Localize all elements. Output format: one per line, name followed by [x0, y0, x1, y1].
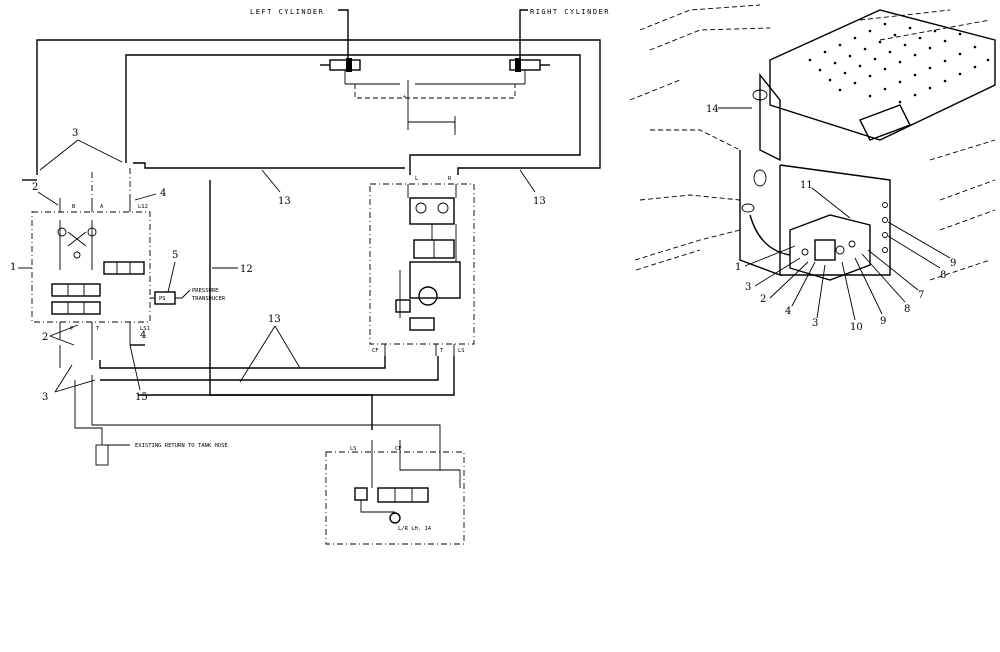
port-r: R [448, 176, 452, 182]
iso-callout-2: 2 [760, 294, 766, 305]
callout-13-mid: 13 [268, 314, 281, 325]
callout-15: 15 [135, 392, 148, 403]
pressure-transducer: PS PRESSURE TRANSDUCER [150, 288, 226, 305]
iso-callout-3b: 3 [812, 318, 818, 329]
lower-ls: LS [350, 446, 357, 452]
callout-1: 1 [10, 262, 16, 273]
port-p: P [70, 326, 74, 332]
port-ls1: LS1 [140, 326, 150, 332]
left-cylinder-label: LEFT CYLINDER [250, 8, 324, 16]
port-cf: CF [372, 348, 379, 354]
callout-5: 5 [172, 250, 178, 261]
valve-block-2: L R CF T LS [369, 176, 475, 356]
schematic-callouts: 3 2 4 1 5 12 13 13 13 2 4 3 15 [10, 128, 546, 403]
valve-block-1: B A LS2 P T LS1 [31, 198, 151, 345]
port-a: A [100, 204, 104, 210]
lower-box-label: L/R LH. 14 [398, 526, 432, 532]
iso-callout-4: 4 [785, 306, 791, 317]
port-t2: T [440, 348, 444, 354]
callout-13-right: 13 [533, 196, 546, 207]
callout-2-top: 2 [32, 182, 38, 193]
valve-block-3: LS CF L/R LH. 14 [325, 440, 465, 545]
isometric-callouts: 14 11 1 3 2 4 3 10 9 8 7 8 9 [706, 104, 956, 333]
ps-label: PS [159, 296, 166, 302]
svg-text:+: + [403, 94, 407, 100]
left-cylinder-group: LEFT CYLINDER [250, 8, 361, 84]
platform-holes [808, 22, 990, 104]
port-ls2: LS2 [138, 204, 148, 210]
iso-callout-8a: 8 [904, 304, 910, 315]
transducer-label-1: PRESSURE [192, 288, 219, 294]
iso-callout-3a: 3 [745, 282, 751, 293]
port-t: T [96, 326, 100, 332]
callout-3-bottom: 3 [42, 392, 48, 403]
callout-12: 12 [240, 264, 253, 275]
iso-callout-14: 14 [706, 104, 719, 115]
callout-3-top: 3 [72, 128, 78, 139]
iso-callout-8b: 8 [940, 270, 946, 281]
transducer-label-2: TRANSDUCER [192, 296, 226, 302]
iso-callout-9b: 9 [950, 258, 956, 269]
right-cylinder-label: RIGHT CYLINDER [530, 8, 610, 16]
port-l: L [415, 176, 419, 182]
lower-cf: CF [395, 446, 402, 452]
port-ls: LS [458, 348, 465, 354]
iso-callout-10: 10 [850, 322, 863, 333]
iso-callout-11: 11 [800, 180, 813, 191]
iso-callout-7: 7 [918, 290, 924, 301]
callout-2-bottom: 2 [42, 332, 48, 343]
callout-13-left: 13 [278, 196, 291, 207]
iso-callout-9a: 9 [880, 316, 886, 327]
iso-callout-1: 1 [735, 262, 741, 273]
port-b: B [72, 204, 76, 210]
existing-return-label: EXISTING RETURN TO TANK HOSE [135, 443, 228, 449]
callout-4-bottom: 4 [140, 330, 146, 341]
callout-4-top: 4 [160, 188, 166, 199]
isometric-view [629, 4, 996, 281]
right-cylinder-group: RIGHT CYLINDER [509, 8, 610, 84]
